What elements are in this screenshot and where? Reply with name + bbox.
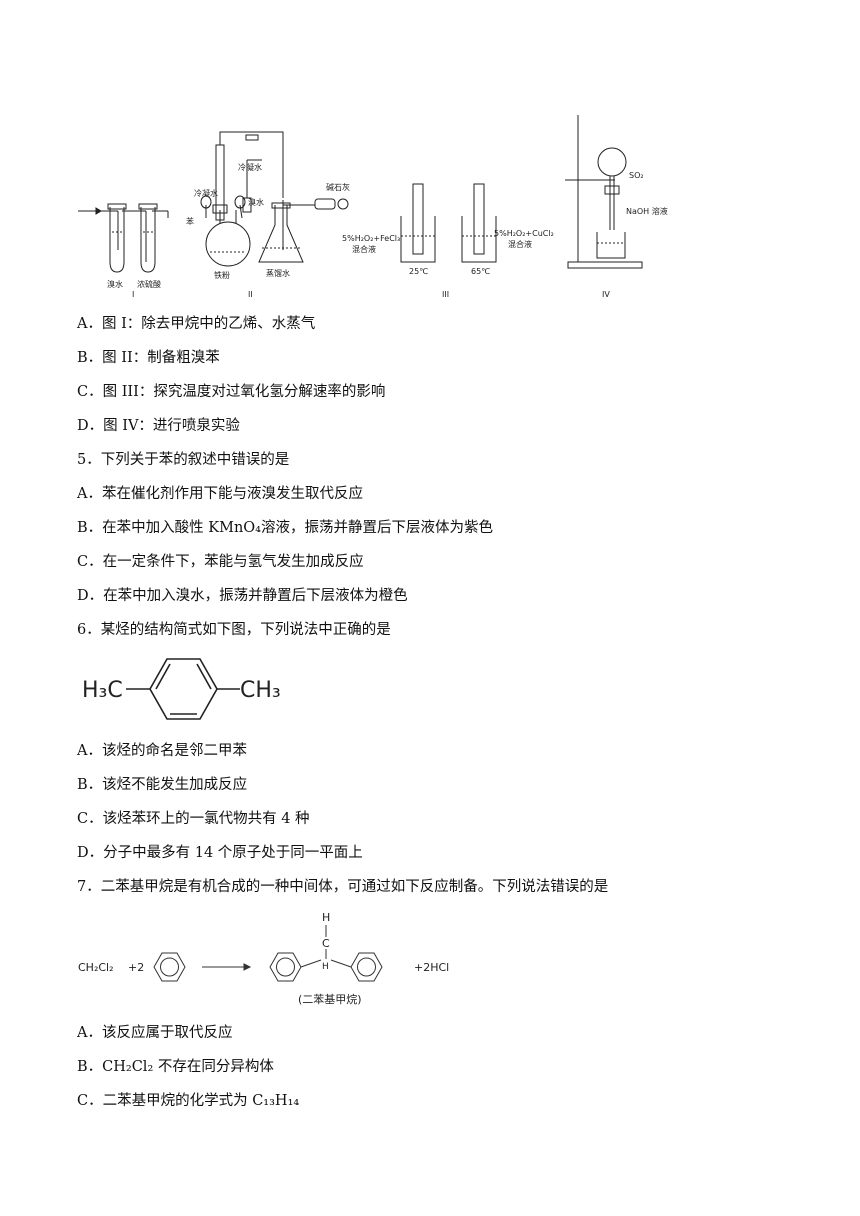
p-xylene-structure: H₃C CH₃ bbox=[82, 658, 281, 720]
fig3-roman: III bbox=[442, 290, 449, 299]
fig3-left-mix: 5%H₂O₂+FeCl₃ bbox=[342, 234, 400, 243]
fig2-label-condenser: 冷凝水 bbox=[238, 162, 262, 172]
fig2-roman: II bbox=[248, 290, 253, 299]
fig2-bromobenzene-setup bbox=[200, 131, 349, 267]
q4-option-c: C．图 III：探究温度对过氧化氢分解速率的影响 bbox=[77, 384, 386, 400]
fig1-roman: I bbox=[132, 290, 134, 299]
fig1-label-right: 浓硫酸 bbox=[137, 279, 161, 289]
q7-h-bottom: H bbox=[322, 962, 329, 972]
q4-option-d: D．图 IV：进行喷泉实验 bbox=[77, 418, 240, 434]
q5-option-d: D．在苯中加入溴水，振荡并静置后下层液体为橙色 bbox=[77, 588, 408, 604]
fig1-wash-bottles bbox=[78, 203, 169, 273]
fig1-label-left: 溴水 bbox=[107, 279, 123, 289]
q7-option-b: B．CH₂Cl₂ 不存在同分异构体 bbox=[77, 1059, 274, 1075]
fig4-solution: NaOH 溶液 bbox=[626, 206, 668, 216]
fig2-label-iron: 铁粉 bbox=[214, 270, 230, 280]
q7-stem: 7．二苯基甲烷是有机合成的一种中间体，可通过如下反应制备。下列说法错误的是 bbox=[77, 879, 609, 895]
fig4-gas: SO₂ bbox=[629, 171, 644, 180]
q6-stem: 6．某烃的结构简式如下图，下列说法中正确的是 bbox=[77, 622, 391, 638]
fig2-label-condenser2: 冷凝水 bbox=[194, 188, 218, 198]
fig4-roman: IV bbox=[602, 290, 610, 299]
q7-option-a: A．该反应属于取代反应 bbox=[77, 1025, 233, 1041]
fig2-label-benzene: 苯 bbox=[186, 216, 194, 226]
q7-h-top: H bbox=[322, 911, 330, 924]
q5-option-a: A．苯在催化剂作用下能与液溴发生取代反应 bbox=[77, 486, 363, 502]
q7-byproduct: +2HCl bbox=[414, 961, 449, 974]
fig2-label-soda-lime: 碱石灰 bbox=[326, 182, 350, 192]
q5-option-b: B．在苯中加入酸性 KMnO₄溶液，振荡并静置后下层液体为紫色 bbox=[77, 520, 493, 536]
q4-option-a: A．图 I：除去甲烷中的乙烯、水蒸气 bbox=[77, 316, 316, 332]
q7-option-c: C．二苯基甲烷的化学式为 C₁₃H₁₄ bbox=[77, 1093, 300, 1109]
fig3-right-temp: 65℃ bbox=[471, 267, 490, 276]
fig2-label-distilled: 蒸馏水 bbox=[266, 268, 290, 278]
q5-stem: 5．下列关于苯的叙述中错误的是 bbox=[77, 452, 290, 468]
fig3-beakers bbox=[400, 183, 497, 263]
q7-plus2: +2 bbox=[128, 961, 144, 974]
fig3-right-mix: 5%H₂O₂+CuCl₂ bbox=[494, 229, 554, 238]
q6-option-b: B．该烃不能发生加成反应 bbox=[77, 777, 248, 793]
q6-struct-left: H₃C bbox=[82, 678, 123, 703]
reaction-scheme: CH₂Cl₂ +2 H C H (二苯基甲烷) +2HCl bbox=[78, 911, 449, 1006]
fig3-left-mix2: 混合液 bbox=[352, 244, 376, 254]
q7-c: C bbox=[322, 937, 330, 950]
fig3-left-temp: 25℃ bbox=[409, 267, 428, 276]
q7-product-name: (二苯基甲烷) bbox=[298, 992, 362, 1006]
apparatus-figure: 溴水 浓硫酸 I 冷凝水 冷凝水 苯 溴水 铁粉 蒸馏水 碱石灰 II 5%H₂… bbox=[78, 115, 668, 299]
fig2-label-bromine: 溴水 bbox=[248, 197, 264, 207]
fig4-fountain-setup bbox=[565, 115, 643, 269]
q5-option-c: C．在一定条件下，苯能与氢气发生加成反应 bbox=[77, 554, 364, 570]
q4-option-b: B．图 II：制备粗溴苯 bbox=[77, 350, 220, 366]
q6-struct-right: CH₃ bbox=[240, 678, 281, 703]
fig3-right-mix2: 混合液 bbox=[508, 239, 532, 249]
q6-option-d: D．分子中最多有 14 个原子处于同一平面上 bbox=[77, 845, 363, 861]
q6-option-c: C．该烃苯环上的一氯代物共有 4 种 bbox=[77, 811, 310, 827]
q6-option-a: A．该烃的命名是邻二甲苯 bbox=[77, 743, 247, 759]
q7-reactant: CH₂Cl₂ bbox=[78, 961, 114, 974]
